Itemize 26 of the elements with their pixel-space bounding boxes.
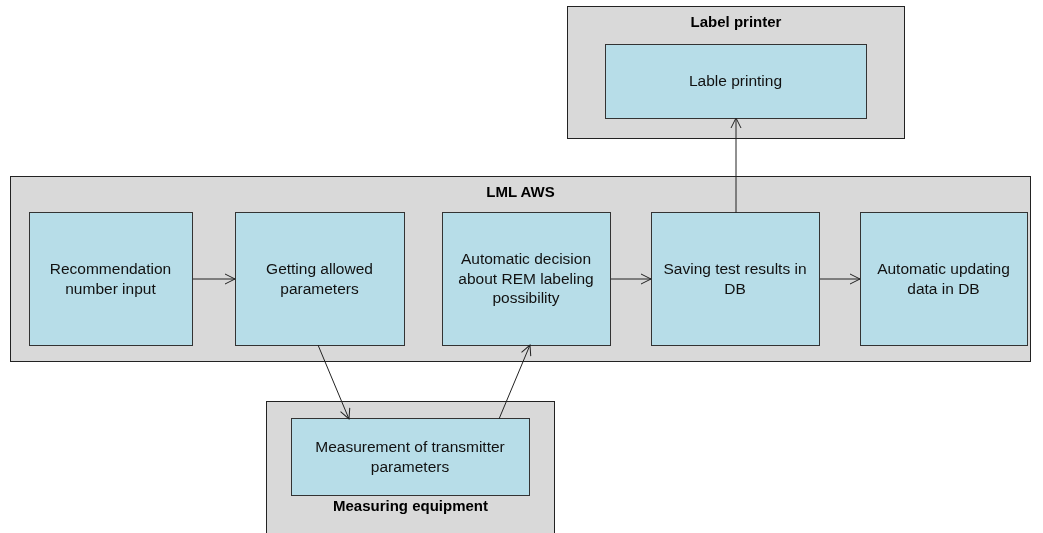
- process-label: Getting allowed parameters: [265, 259, 374, 298]
- group-box: [567, 6, 905, 139]
- process-box: [441, 211, 611, 346]
- process-label: Recommendation number input: [48, 259, 173, 298]
- arrow: [819, 273, 861, 285]
- process-box: [859, 211, 1028, 346]
- process-label: Lable printing: [688, 71, 783, 91]
- process-box: [604, 43, 867, 119]
- group-title: LML AWS: [486, 182, 555, 200]
- arrow: [192, 273, 236, 285]
- arrow: [730, 117, 742, 214]
- group-box: [10, 176, 1031, 362]
- arrow: [498, 344, 532, 420]
- process-label: Automatic updating data in DB: [876, 259, 1011, 298]
- group-title: Measuring equipment: [333, 497, 488, 516]
- process-label: Automatic decision about REM labeling possibility: [457, 249, 595, 308]
- group-title: Label printer: [690, 12, 782, 30]
- arrow: [610, 273, 652, 285]
- process-box: [290, 417, 530, 496]
- process-box: [28, 211, 193, 346]
- process-box: [234, 211, 405, 346]
- process-box: [650, 211, 820, 346]
- arrow: [317, 344, 351, 420]
- process-label: Measurement of transmitter parameters: [314, 437, 506, 476]
- group-box: [266, 401, 555, 533]
- process-label: Saving test results in DB: [662, 259, 808, 298]
